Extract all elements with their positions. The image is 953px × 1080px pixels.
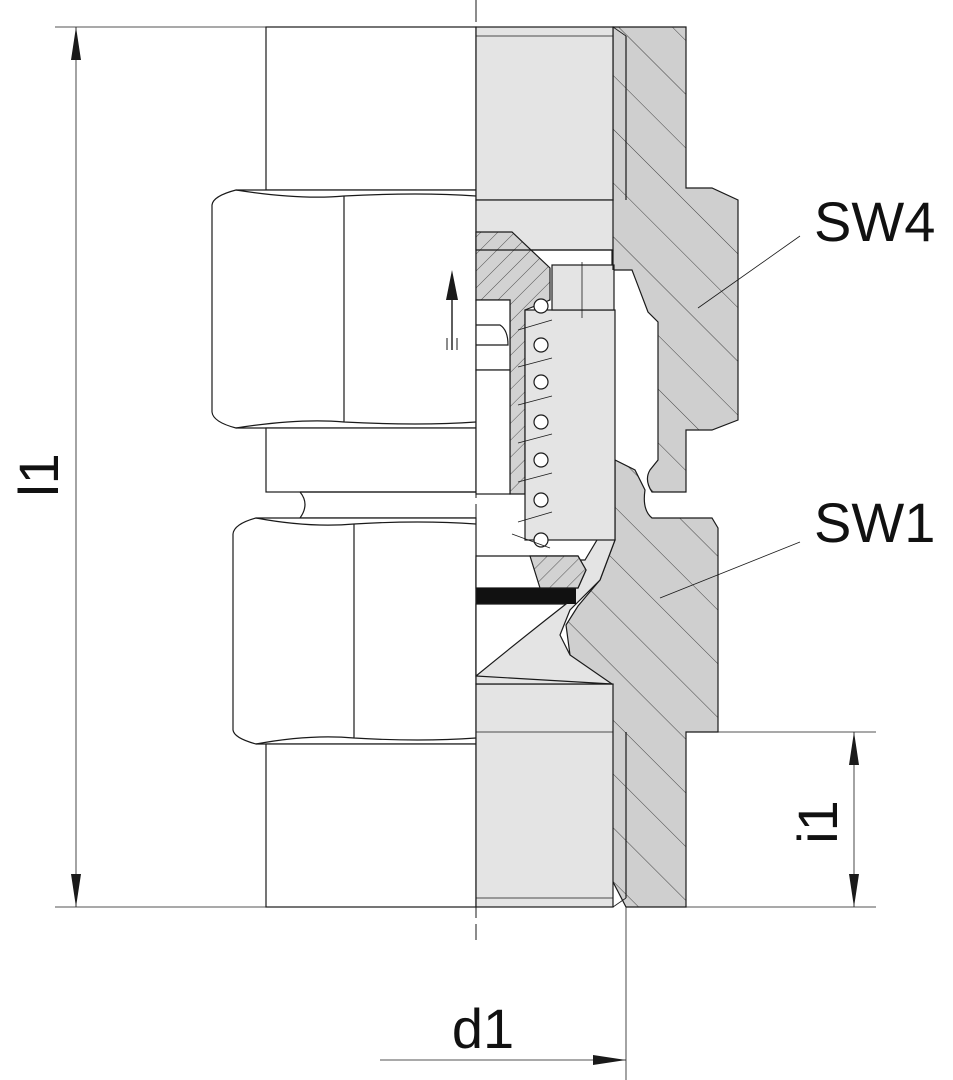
dimension-l1: l1 xyxy=(7,26,476,908)
callout-sw1: SW1 xyxy=(659,491,935,599)
upper-nut-section xyxy=(611,26,739,493)
top-stub xyxy=(265,26,477,191)
label-sw1: SW1 xyxy=(814,491,935,554)
spring xyxy=(511,298,553,549)
exterior-view xyxy=(211,26,477,908)
dimension-i1: i1 xyxy=(686,731,876,908)
neck xyxy=(265,427,477,493)
callout-sw4: SW4 xyxy=(697,190,935,309)
label-d1: d1 xyxy=(452,997,514,1060)
flow-arrow-up-icon xyxy=(446,270,458,350)
label-i1: i1 xyxy=(786,800,849,844)
o-ring-seal xyxy=(476,588,576,604)
label-sw4: SW4 xyxy=(814,190,935,253)
section-view xyxy=(475,26,739,908)
dimension-d1: d1 xyxy=(380,907,627,1080)
label-l1: l1 xyxy=(7,453,70,497)
bottom-stub xyxy=(265,743,477,908)
